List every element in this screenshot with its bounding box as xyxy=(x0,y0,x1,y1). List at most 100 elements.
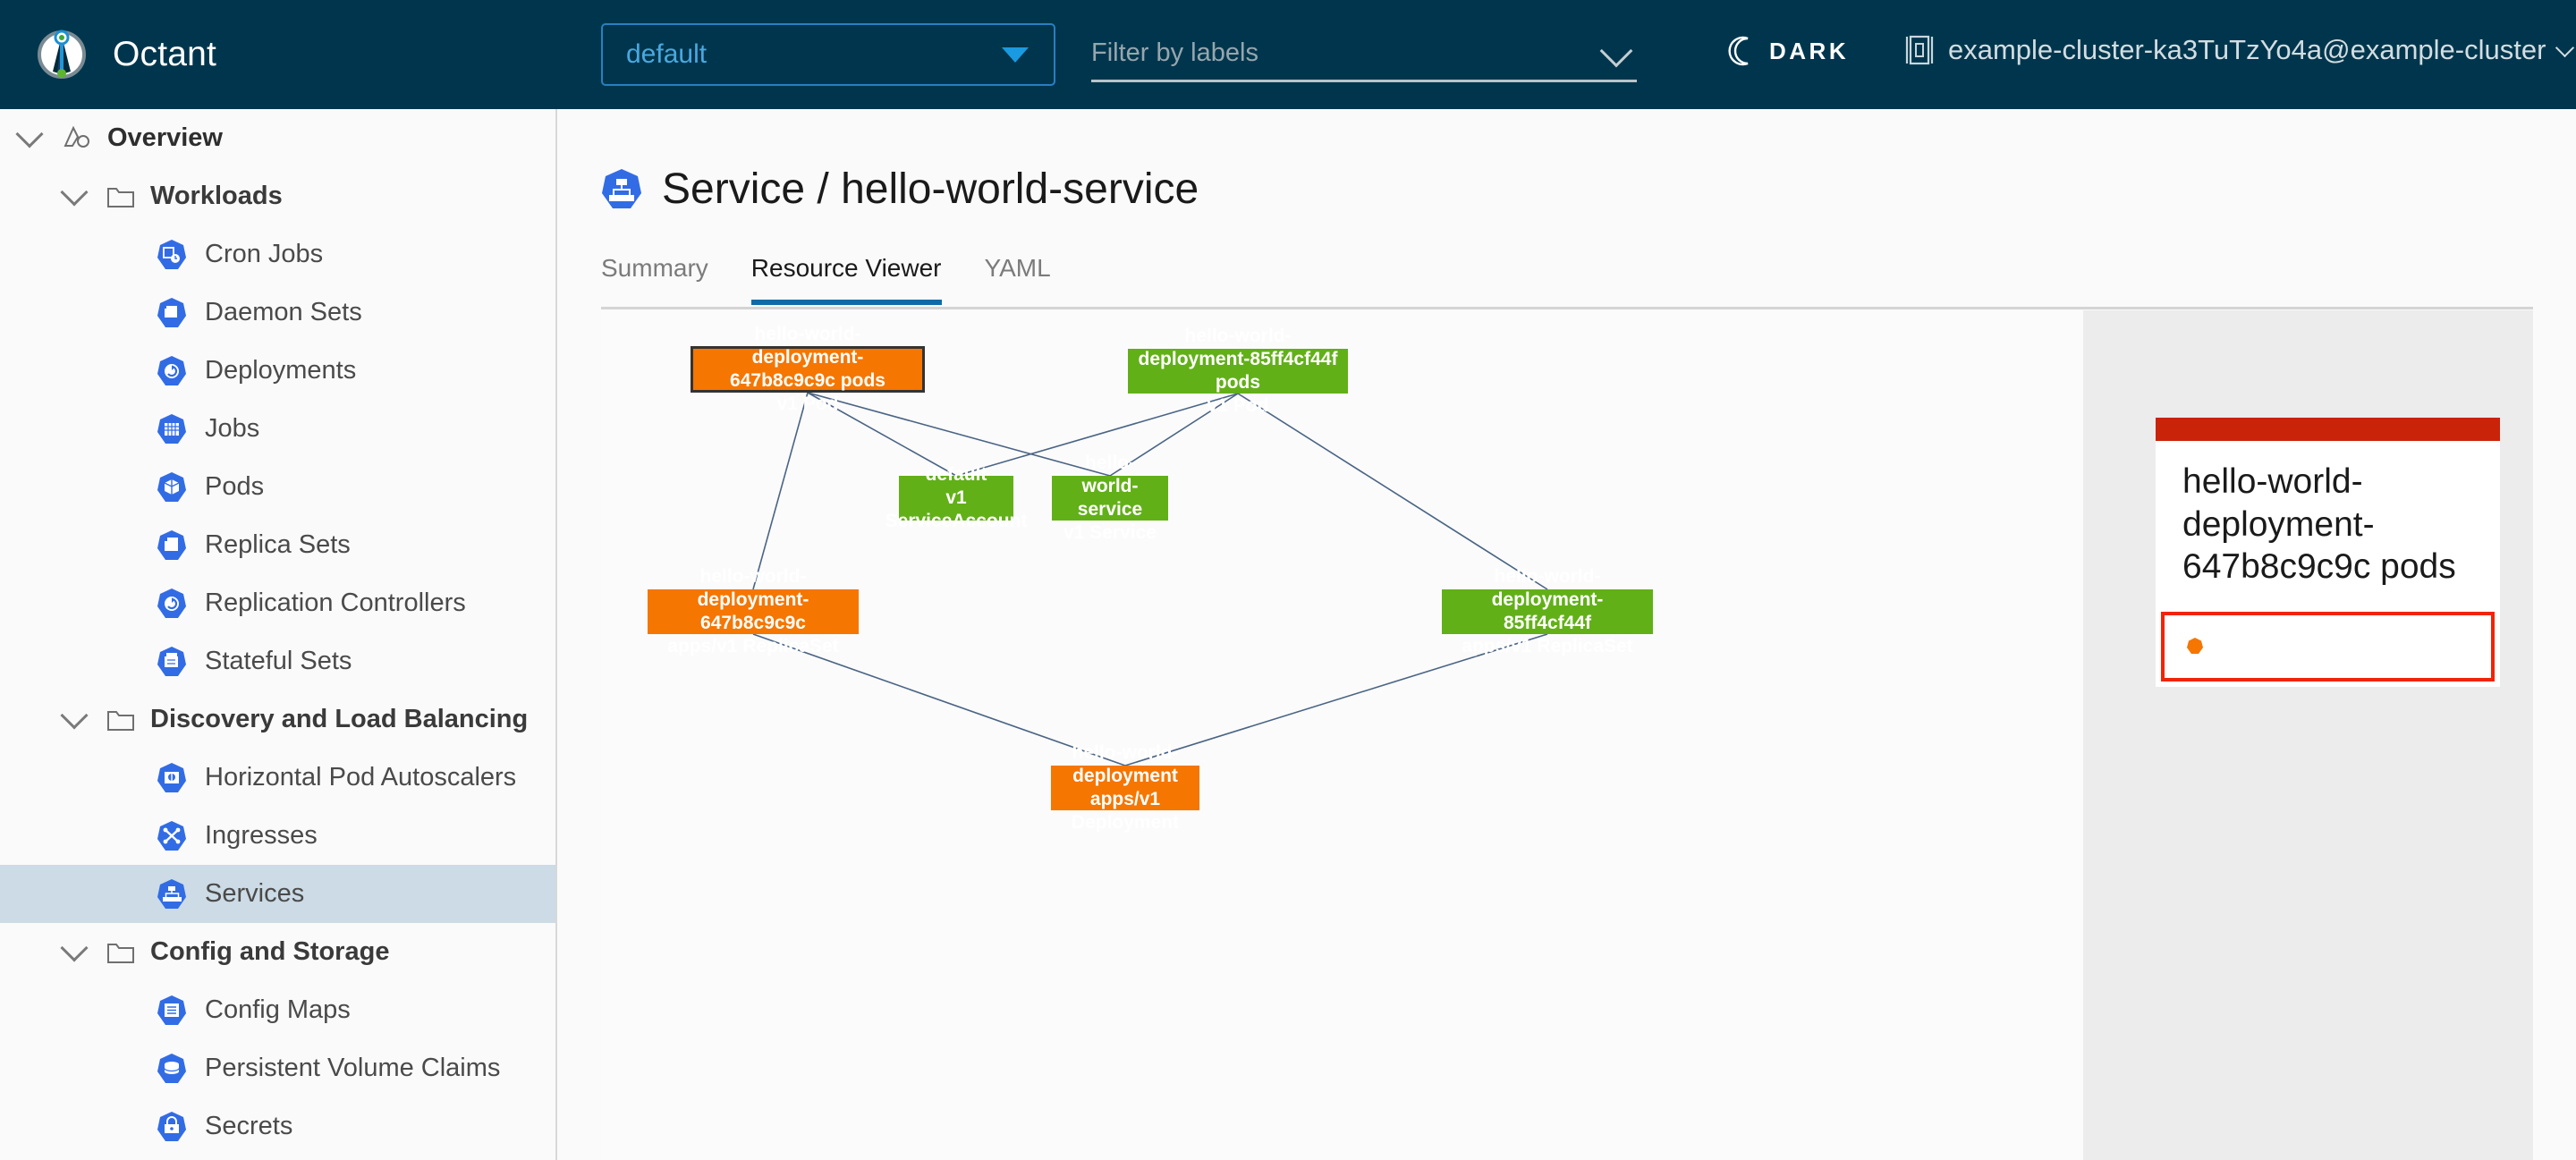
graph-edge xyxy=(752,633,1126,766)
k8s-configmap-icon xyxy=(157,995,186,1025)
k8s-deployment-icon xyxy=(157,355,186,385)
chevron-down-icon[interactable] xyxy=(60,934,89,962)
sidebar-item-persistent-volume-claims[interactable]: Persistent Volume Claims xyxy=(0,1039,555,1097)
cluster-context-label: example-cluster-ka3TuTzYo4a@example-clus… xyxy=(1948,34,2546,65)
sidebar-item-ingresses[interactable]: Ingresses xyxy=(0,807,555,865)
folder-icon xyxy=(107,943,134,963)
resource-viewer: hello-world-deployment-647b8c9c9c pods v1… xyxy=(601,310,2533,1160)
graph-node-kind: v1 Pod xyxy=(776,394,839,415)
octant-logo-icon xyxy=(38,30,86,79)
sidebar-item-label: Secrets xyxy=(205,1112,293,1140)
k8s-hpa-icon xyxy=(157,762,186,792)
app-header: Octant default Filter by labels DARK exa… xyxy=(0,0,2576,109)
k8s-job-icon xyxy=(157,413,186,444)
chevron-down-icon[interactable] xyxy=(60,178,89,207)
graph-node-name: hello-world-deployment-85ff4cf44f xyxy=(1491,565,1604,633)
detail-card[interactable]: hello-world-deployment-647b8c9c9c pods xyxy=(2156,418,2500,687)
caret-down-icon xyxy=(1002,47,1029,63)
sidebar-item-overview[interactable]: Overview xyxy=(0,109,555,167)
tab-summary[interactable]: Summary xyxy=(601,254,708,282)
k8s-ingress-icon xyxy=(157,820,186,851)
sidebar-item-cron-jobs[interactable]: Cron Jobs xyxy=(0,225,555,284)
k8s-daemonset-icon xyxy=(157,297,186,327)
graph-edge xyxy=(1109,393,1239,477)
theme-toggle[interactable]: DARK xyxy=(1726,36,1849,66)
sidebar-item-horizontal-pod-autoscalers[interactable]: Horizontal Pod Autoscalers xyxy=(0,749,555,807)
sidebar-item-label: Deployments xyxy=(205,356,357,385)
folder-icon xyxy=(107,187,134,207)
sidebar-item-workloads[interactable]: Workloads xyxy=(0,167,555,225)
k8s-pod-icon xyxy=(157,471,186,502)
graph-edge xyxy=(807,392,1111,477)
tab-resource-viewer[interactable]: Resource Viewer xyxy=(750,254,942,305)
page-title: Service / hello-world-service xyxy=(662,165,1199,213)
detail-card-title: hello-world-deployment-647b8c9c9c pods xyxy=(2182,462,2456,587)
chevron-down-icon[interactable] xyxy=(60,701,89,730)
cluster-context-selector[interactable]: example-cluster-ka3TuTzYo4a@example-clus… xyxy=(1905,34,2575,66)
chevron-down-icon[interactable] xyxy=(15,120,44,148)
sidebar-item-label: Jobs xyxy=(205,414,260,443)
sidebar-item-stateful-sets[interactable]: Stateful Sets xyxy=(0,632,555,690)
detail-card-status-box[interactable] xyxy=(2161,611,2495,682)
label-filter-input[interactable]: Filter by labels xyxy=(1091,27,1637,82)
graph-node-name: hello-world-deployment-85ff4cf44f pods xyxy=(1138,325,1338,393)
k8s-replicaset-icon xyxy=(157,529,186,560)
sidebar-item-config-and-storage[interactable]: Config and Storage xyxy=(0,923,555,981)
graph-node-kind: v1 Pod xyxy=(1207,395,1269,417)
k8s-statefulset-icon xyxy=(157,646,186,676)
graph-edge xyxy=(1237,393,1548,590)
sidebar-item-jobs[interactable]: Jobs xyxy=(0,400,555,458)
chevron-down-icon[interactable] xyxy=(1599,34,1633,67)
sidebar-item-label: Daemon Sets xyxy=(205,298,362,326)
sidebar-item-daemon-sets[interactable]: Daemon Sets xyxy=(0,284,555,342)
graph-edge xyxy=(807,392,957,477)
sidebar-item-label: Workloads xyxy=(150,182,283,210)
graph-edge xyxy=(955,393,1239,477)
folder-icon xyxy=(107,710,134,731)
graph-node-name: default xyxy=(925,463,987,485)
graph-node-name: hello-world-deployment-647b8c9c9c xyxy=(697,565,809,633)
moon-icon xyxy=(1728,36,1749,66)
sidebar-item-services[interactable]: Services xyxy=(0,865,555,923)
page-title-row: Service / hello-world-service xyxy=(601,165,1199,214)
sidebar-item-pods[interactable]: Pods xyxy=(0,458,555,516)
graph-node[interactable]: hello-world-deployment-85ff4cf44f apps/v1… xyxy=(1442,566,1653,656)
theme-toggle-label: DARK xyxy=(1769,37,1850,64)
sidebar-item-replication-controllers[interactable]: Replication Controllers xyxy=(0,574,555,632)
graph-node-kind: apps/v1 ReplicaSet xyxy=(1462,636,1633,657)
graph-node-kind: apps/v1 ReplicaSet xyxy=(667,636,839,657)
graph-edge xyxy=(752,392,809,590)
namespace-value: default xyxy=(626,39,708,69)
k8s-service-icon xyxy=(602,168,641,208)
tab-bar[interactable]: Summary Resource Viewer YAML xyxy=(601,254,2533,309)
k8s-secret-icon xyxy=(157,1111,186,1141)
status-dot-warning-icon xyxy=(2187,638,2203,655)
sidebar-item-discovery-and-load-balancing[interactable]: Discovery and Load Balancing xyxy=(0,690,555,749)
sidebar-item-label: Replica Sets xyxy=(205,530,351,559)
detail-card-status-bar xyxy=(2156,418,2500,441)
sidebar-item-label: Horizontal Pod Autoscalers xyxy=(205,763,517,792)
sidebar-item-config-maps[interactable]: Config Maps xyxy=(0,981,555,1039)
graph-node-name: hello-world-service xyxy=(1077,452,1143,520)
label-filter-placeholder: Filter by labels xyxy=(1091,38,1258,67)
sidebar-item-secrets[interactable]: Secrets xyxy=(0,1097,555,1156)
cluster-icon xyxy=(1905,35,1934,65)
tab-yaml[interactable]: YAML xyxy=(984,254,1051,282)
sidebar-item-label: Persistent Volume Claims xyxy=(205,1054,501,1082)
namespace-selector[interactable]: default xyxy=(601,23,1055,86)
brand: Octant xyxy=(34,27,535,82)
sidebar-item-label: Cron Jobs xyxy=(205,240,324,268)
sidebar-item-label: Stateful Sets xyxy=(205,647,352,675)
sidebar-item-label: Config Maps xyxy=(205,995,351,1024)
overview-icon xyxy=(64,125,89,148)
sidebar-item-replica-sets[interactable]: Replica Sets xyxy=(0,516,555,574)
graph-node[interactable]: hello-world-deployment-647b8c9c9c apps/v1… xyxy=(648,566,859,656)
sidebar-item-deployments[interactable]: Deployments xyxy=(0,342,555,400)
